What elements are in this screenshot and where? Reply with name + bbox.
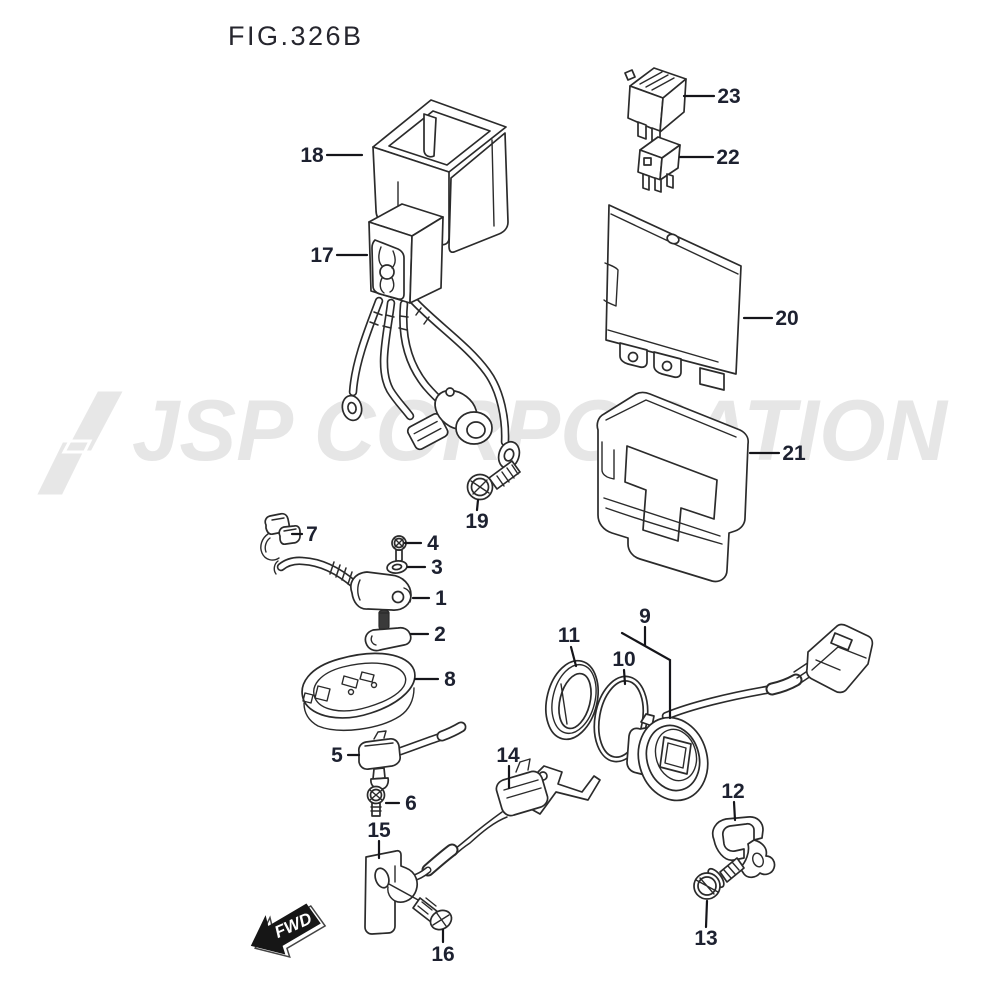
part-4-screw-drawing: [391, 535, 407, 564]
part-label-1: 1: [435, 587, 447, 610]
part-label-17: 17: [310, 244, 333, 267]
leader-line-11: [569, 645, 578, 668]
part-label-10: 10: [612, 648, 635, 671]
round-connector-icon: [434, 387, 493, 445]
ring-terminal-icon: [341, 394, 363, 422]
part-5-sensor-drawing: [357, 721, 467, 790]
part-label-21: 21: [782, 442, 806, 465]
part-labels: 18 17 23 22 20 21 19 7 4 3 1 2 8 5 6 11 …: [300, 85, 806, 966]
part-20-ecu-drawing: [603, 204, 742, 391]
part-14-sensor-drawing: [409, 758, 601, 882]
watermark: JSP CORPORATION: [32, 383, 949, 498]
part-label-4: 4: [427, 532, 439, 555]
watermark-text: JSP CORPORATION: [132, 383, 949, 479]
part-22-relay-drawing: [637, 136, 681, 193]
watermark-logo: [32, 388, 128, 498]
part-2-bracket-drawing: [364, 609, 412, 652]
figure-title: FIG.326B: [228, 21, 364, 51]
part-label-3: 3: [431, 556, 443, 579]
part-11-retainer-drawing: [545, 659, 599, 741]
part-label-9: 9: [639, 605, 651, 628]
part-label-14: 14: [496, 744, 520, 767]
part-8-sensor-plate-drawing: [301, 652, 416, 731]
part-1-sensor-drawing: [273, 556, 412, 611]
part-13-bolt-drawing: [693, 857, 745, 900]
leader-line-19: [475, 498, 480, 512]
part-16-screw-drawing: [412, 897, 453, 931]
part-19-bolt-drawing: [466, 460, 521, 501]
part-label-20: 20: [775, 307, 798, 330]
part-label-22: 22: [716, 146, 739, 169]
part-21-cover-drawing: [596, 391, 750, 583]
part-label-16: 16: [431, 943, 454, 966]
fwd-arrow-shape: [250, 903, 321, 955]
leader-line-13: [704, 899, 709, 929]
part-17-cdi-unit-drawing: [341, 203, 521, 470]
part-6-bolt-drawing: [366, 785, 386, 817]
part-label-6: 6: [405, 792, 417, 815]
leader-line-10: [622, 668, 627, 686]
two-pin-connector-icon: [406, 412, 449, 451]
part-7-clamp-drawing: [260, 512, 301, 561]
part-label-8: 8: [444, 668, 456, 691]
part-3-washer-drawing: [386, 560, 408, 574]
part-label-2: 2: [434, 623, 446, 646]
leader-line-9: [620, 625, 672, 720]
part-23-relay-drawing: [624, 67, 687, 145]
leader-lines: [290, 94, 781, 944]
fwd-arrow: FWD: [250, 903, 327, 959]
part-label-19: 19: [465, 510, 488, 533]
part-9-sensor-assembly-drawing: [626, 623, 874, 802]
part-label-11: 11: [558, 624, 581, 647]
part-label-7: 7: [306, 523, 318, 546]
part-label-12: 12: [721, 780, 744, 803]
part-12-clamp-drawing: [711, 816, 776, 879]
part-label-18: 18: [300, 144, 324, 167]
part-label-23: 23: [717, 85, 740, 108]
leader-line-12: [732, 800, 737, 822]
harness-connector-icon: [805, 623, 874, 694]
part-label-5: 5: [331, 744, 343, 767]
part-label-15: 15: [367, 819, 391, 842]
part-15-bracket-drawing: [364, 849, 421, 935]
part-label-13: 13: [694, 927, 717, 950]
